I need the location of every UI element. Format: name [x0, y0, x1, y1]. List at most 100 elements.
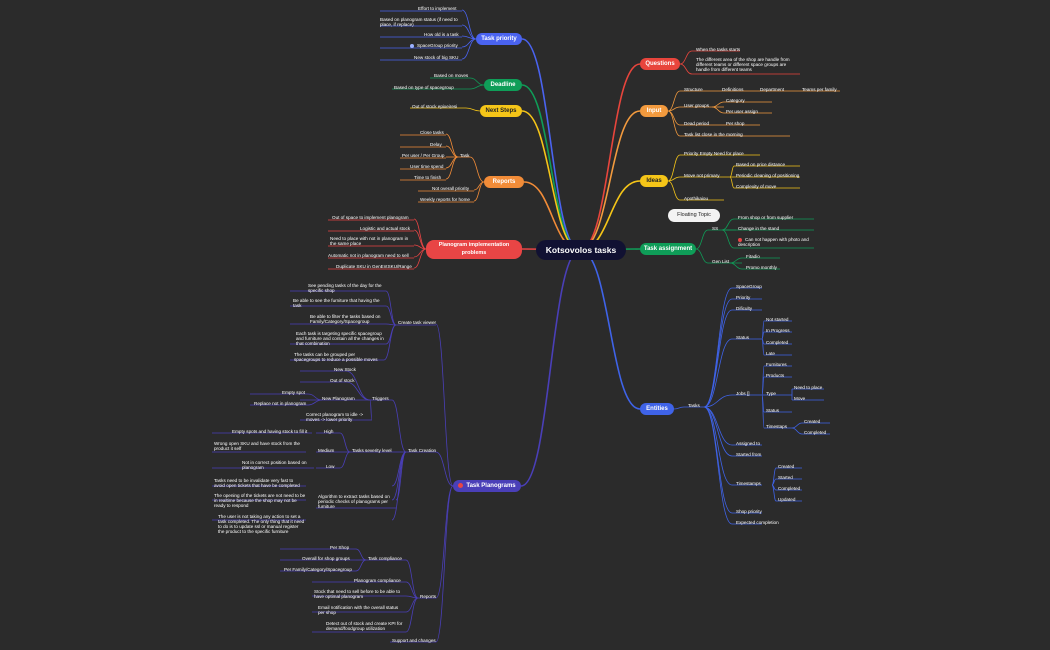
- severity-level-high[interactable]: High: [324, 429, 334, 434]
- task-compliance[interactable]: Task compliance: [368, 556, 402, 561]
- task-priority-item[interactable]: How old is a task: [424, 32, 459, 37]
- branch-input[interactable]: Input: [640, 105, 668, 117]
- planogram-problem-item[interactable]: Automatic not in planogram need to sell: [328, 253, 409, 258]
- reports-task-item[interactable]: Delay: [430, 142, 442, 147]
- branch-entities[interactable]: Entities: [640, 403, 674, 415]
- severity-level-low[interactable]: Low: [326, 464, 335, 469]
- creation-item[interactable]: The user is not taking any action to set…: [218, 514, 305, 534]
- compliance-item[interactable]: Per Family/Category/Spacegroup: [284, 567, 352, 572]
- task-field[interactable]: Expected completion: [736, 520, 779, 525]
- job-type[interactable]: Type: [766, 391, 776, 396]
- timestamps-item[interactable]: Created: [778, 464, 795, 469]
- branch-planogram-problems[interactable]: Planogram implementation problems: [426, 240, 522, 259]
- question-item[interactable]: The different area of the shop are handl…: [696, 57, 790, 72]
- branch-next-steps[interactable]: Next Steps: [480, 105, 522, 117]
- branch-questions[interactable]: Questions: [640, 58, 680, 70]
- task-status[interactable]: Status: [736, 335, 750, 340]
- floating-topic[interactable]: Floating Topic: [668, 209, 720, 222]
- severity-desc[interactable]: Empty spots and having stock to fill it: [232, 429, 308, 434]
- reports-item[interactable]: Not overall priority: [432, 186, 470, 191]
- branch-ideas[interactable]: Ideas: [640, 175, 668, 187]
- branch-task-priority[interactable]: Task priority: [476, 33, 522, 45]
- move-item[interactable]: Complexity of move: [736, 184, 777, 189]
- gen-item[interactable]: Promo monthly: [746, 265, 777, 270]
- job-status[interactable]: Status: [766, 408, 780, 413]
- support-and-changes[interactable]: Support and changes: [392, 638, 436, 643]
- branch-deadline[interactable]: Deadline: [484, 79, 522, 91]
- report-item[interactable]: Planogram compliance: [354, 578, 401, 583]
- timestaps-item[interactable]: Completed: [804, 430, 827, 435]
- severity-desc[interactable]: Not in correct position based on planogr…: [242, 460, 307, 470]
- task-field[interactable]: Started from: [736, 452, 762, 457]
- compliance-item[interactable]: Per Shop: [330, 545, 350, 550]
- task-field[interactable]: Assigned to: [736, 441, 761, 446]
- severity-desc[interactable]: Wrong open SKU and have stock from the p…: [214, 441, 300, 451]
- input-dead-period[interactable]: Dead period: [684, 121, 710, 126]
- branch-reports[interactable]: Reports: [484, 176, 524, 188]
- structure-item[interactable]: Teams per family: [802, 87, 837, 92]
- status-item[interactable]: Late: [766, 351, 775, 356]
- new-planogram-item[interactable]: Empty spot: [282, 390, 305, 395]
- task-priority-item[interactable]: New stock of big SKU: [414, 55, 459, 60]
- timestaps-item[interactable]: Created: [804, 419, 821, 424]
- task-timestamps[interactable]: Timestamps: [736, 481, 761, 486]
- task-priority-item[interactable]: Based on planogram status (if need to pl…: [380, 17, 458, 27]
- deadline-item[interactable]: Based on type of spacegroup: [394, 85, 454, 90]
- input-task-list[interactable]: Task list close in the morning: [684, 132, 743, 137]
- input-structure[interactable]: Structure: [684, 87, 703, 92]
- status-item[interactable]: Not started: [766, 317, 789, 322]
- input-user-groups[interactable]: User groups: [684, 103, 710, 108]
- trigger-item[interactable]: New Planogram: [322, 396, 355, 401]
- viewer-item[interactable]: Be able to see the furniture that having…: [293, 298, 380, 308]
- structure-item[interactable]: Definitions: [722, 87, 744, 92]
- question-item[interactable]: When the tasks starts: [696, 47, 741, 52]
- task-jobs[interactable]: Jobs []: [736, 391, 750, 396]
- creation-item[interactable]: The opening of the tickets are not need …: [214, 493, 306, 508]
- deadline-item[interactable]: Based on moves: [434, 73, 469, 78]
- job-field[interactable]: Products: [766, 373, 785, 378]
- central-topic[interactable]: Kotsovolos tasks: [536, 240, 626, 260]
- trigger-item[interactable]: Out of stock: [330, 378, 355, 383]
- assignment-gen-list[interactable]: Gen List: [712, 259, 730, 264]
- triggers[interactable]: Triggers: [372, 396, 389, 401]
- planogram-problem-item[interactable]: Out of space to implement planogram: [332, 215, 409, 220]
- reports-tp[interactable]: Reports: [420, 594, 437, 599]
- algorithm-item[interactable]: Algorithm to extract tasks based on peri…: [318, 494, 390, 509]
- task-field[interactable]: Priority: [736, 295, 751, 300]
- timestamps-item[interactable]: Completed: [778, 486, 801, 491]
- move-item[interactable]: Based on price distance: [736, 162, 786, 167]
- reports-task-item[interactable]: Per user / Per Group: [402, 153, 445, 158]
- new-planogram-item[interactable]: Replace not in planogram: [254, 401, 307, 406]
- report-item[interactable]: Detect out of stock and create KPI for d…: [326, 621, 403, 631]
- ss-item[interactable]: From shop or from supplier: [738, 215, 794, 220]
- trigger-item[interactable]: New Stock: [334, 367, 356, 372]
- task-priority-item[interactable]: Effort to implement: [418, 6, 457, 11]
- status-item[interactable]: In Progress: [766, 328, 790, 333]
- structure-item[interactable]: Department: [760, 87, 785, 92]
- move-item[interactable]: Periodic cleaning of positioning: [736, 173, 800, 178]
- job-timestaps[interactable]: Timestaps: [766, 424, 788, 429]
- planogram-problem-item[interactable]: Need to place with not in planogram in t…: [330, 236, 409, 246]
- ss-item[interactable]: Change in the stand: [738, 226, 780, 231]
- dead-period-item[interactable]: Per shop: [726, 121, 745, 126]
- planogram-problem-item[interactable]: Duplicate SKU in GenEntSKU/Range: [336, 264, 412, 269]
- tasks-severity-level[interactable]: Tasks severity level: [352, 448, 392, 453]
- timestamps-item[interactable]: Started: [778, 475, 793, 480]
- severity-level-medium[interactable]: Medium: [318, 448, 335, 453]
- task-creation[interactable]: Task Creation: [408, 448, 437, 453]
- reports-task-item[interactable]: Time to finish: [414, 175, 442, 180]
- type-item[interactable]: Move: [794, 396, 806, 401]
- branch-task-planograms[interactable]: Task Planograms: [453, 480, 521, 492]
- status-item[interactable]: Completed: [766, 340, 789, 345]
- ss-item[interactable]: Can not happen with photo and descriptio…: [738, 237, 814, 247]
- timestamps-item[interactable]: Updated: [778, 497, 796, 502]
- task-field[interactable]: SpaceGroup: [736, 284, 762, 289]
- type-item[interactable]: Need to place: [794, 385, 823, 390]
- gen-item[interactable]: Fitadio: [746, 254, 760, 259]
- task-field[interactable]: Shop priority: [736, 509, 762, 514]
- report-item[interactable]: Stock that need to sell before to be abl…: [314, 589, 401, 599]
- next-steps-item[interactable]: Out of stock epixeiresi: [412, 104, 458, 109]
- idea-item[interactable]: Priority Empty Need for place: [684, 151, 744, 156]
- report-item[interactable]: Email notification with the overall stat…: [318, 605, 399, 615]
- task-priority-item[interactable]: SpaceGroup priority: [410, 43, 458, 48]
